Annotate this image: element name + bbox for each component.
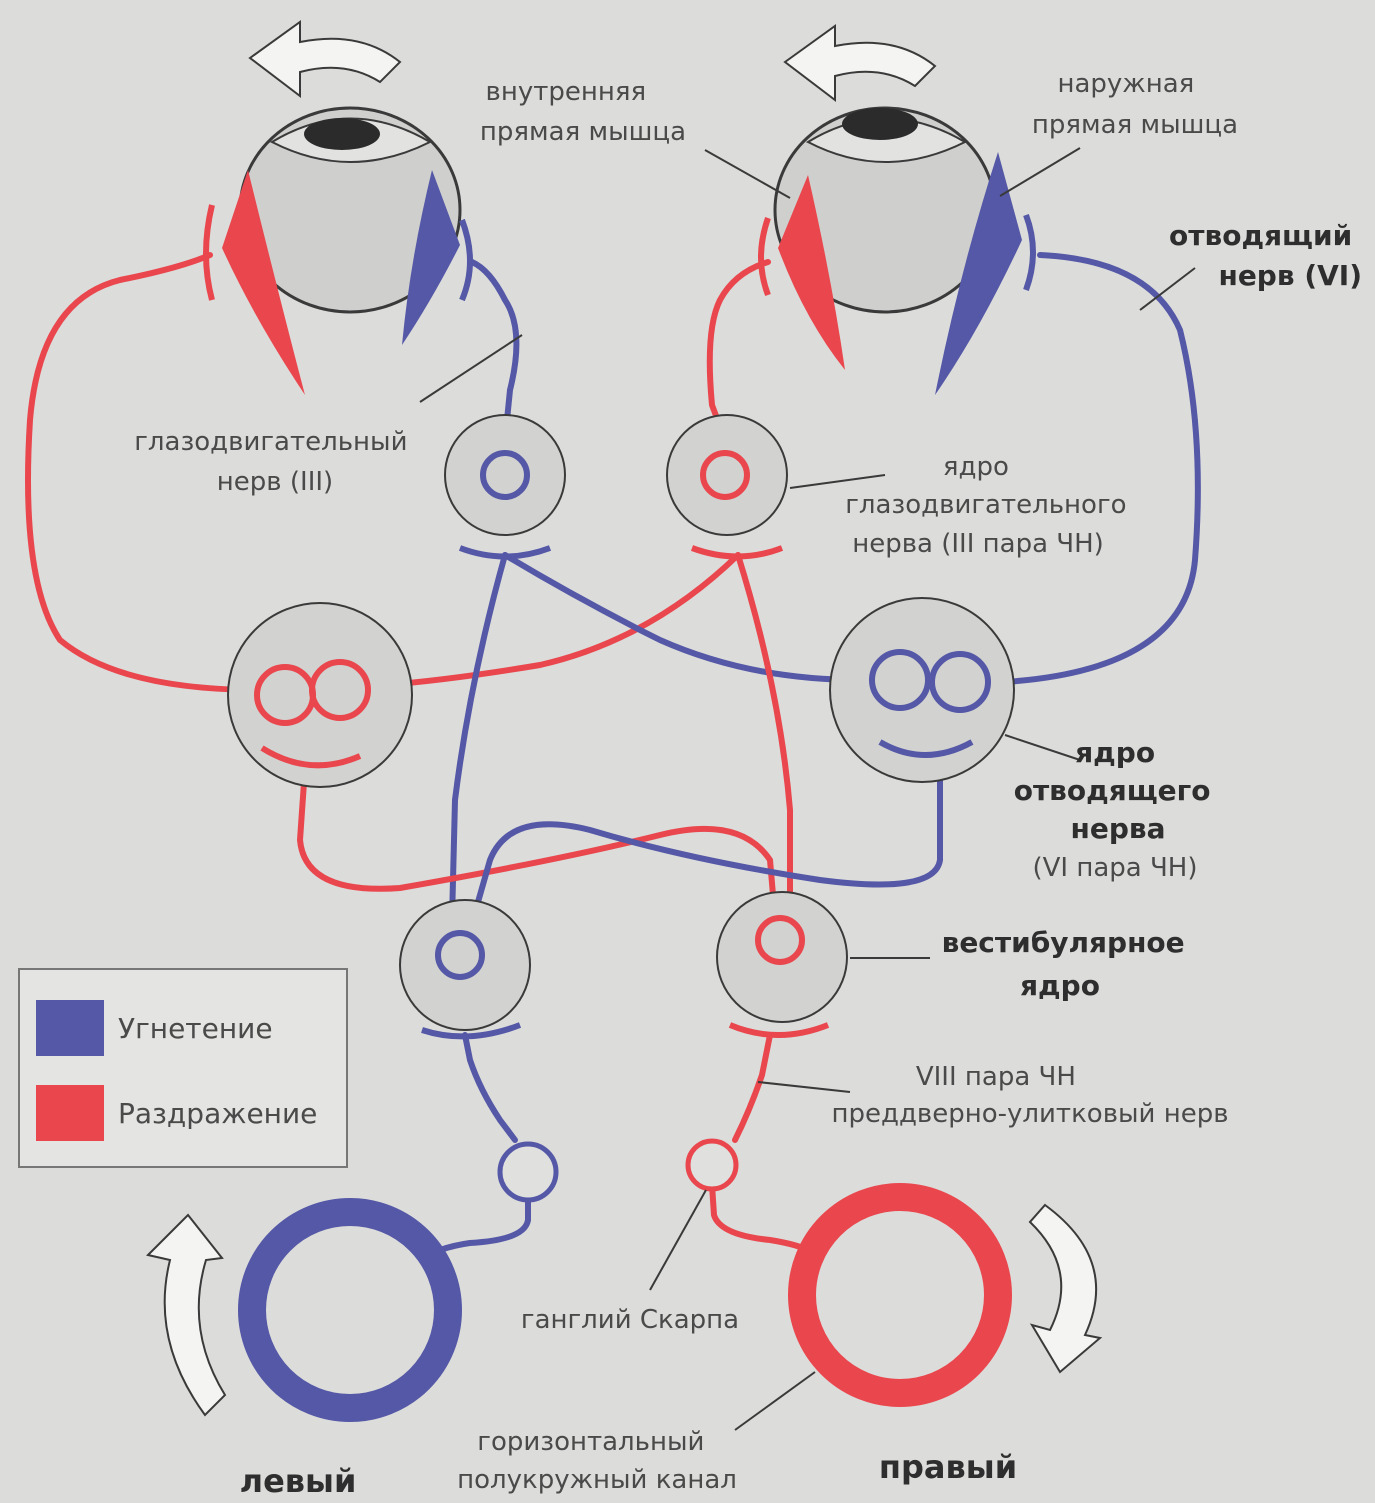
left-canal-branch — [440, 1200, 528, 1250]
right-horizontal-canal — [802, 1197, 998, 1393]
legend-item-inhibition: Угнетение — [36, 1000, 273, 1056]
right-abducens-nerve — [1005, 255, 1198, 682]
legend-item-excitation: Раздражение — [36, 1085, 317, 1141]
leader-scarpa — [650, 1190, 706, 1290]
right-scarpa-ganglion — [688, 1141, 736, 1189]
legend-label-excitation: Раздражение — [118, 1097, 317, 1130]
lateral-rectus-label: наружная прямая мышца — [1032, 69, 1238, 140]
right-medial-synapse — [761, 218, 768, 295]
leader-oculomotor-nerve — [420, 335, 522, 402]
legend-label-inhibition: Угнетение — [118, 1012, 273, 1045]
left-lateral-rectus-nerve — [472, 262, 516, 440]
legend: Угнетение Раздражение — [18, 968, 348, 1168]
left-scarpa-ganglion — [500, 1144, 556, 1200]
scarpa-ganglion-label: ганглий Скарпа — [521, 1305, 739, 1335]
legend-swatch-excitation — [36, 1085, 104, 1141]
left-canal-rotation-arrow — [148, 1215, 225, 1415]
oculomotor-nucleus-label: ядро глазодвигательного нерва (III пара … — [845, 452, 1135, 559]
vestibular-nucleus-label: вестибулярное ядро — [942, 926, 1195, 1002]
left-vestibular-nucleus — [400, 900, 530, 1036]
right-vestibular-nerve — [735, 1035, 770, 1140]
horizontal-canal-label: горизонтальный полукружный канал — [457, 1427, 737, 1495]
oculomotor-nerve-label: глазодвигательный нерв (III) — [134, 427, 416, 497]
leader-medial-rectus — [705, 150, 790, 198]
red-lower-crossing — [300, 768, 775, 918]
right-oculomotor-nucleus — [667, 415, 787, 557]
left-pupil — [304, 118, 380, 150]
vestibulocochlear-nerve-label: VIII пара ЧН преддверно-улитковый нерв — [831, 1062, 1228, 1129]
abducens-nucleus-label-pair: (VI пара ЧН) — [1032, 853, 1197, 883]
right-medial-rectus-nerve — [710, 262, 768, 440]
leader-vestibular-nerve — [758, 1082, 850, 1092]
legend-swatch-inhibition — [36, 1000, 104, 1056]
left-horizontal-canal — [252, 1212, 448, 1408]
blue-descending-pathway — [452, 555, 505, 920]
left-vestibular-nerve — [465, 1035, 515, 1140]
right-abducens-nucleus — [830, 598, 1014, 782]
leader-oculomotor-nucleus — [790, 475, 885, 488]
right-canal-branch — [712, 1185, 808, 1250]
right-eye-rotation-arrow — [785, 26, 935, 100]
right-vestibular-nucleus — [717, 892, 847, 1035]
blue-lower-crossing — [470, 765, 940, 930]
medial-rectus-label: внутренняя прямая мышца — [480, 77, 686, 147]
abducens-nucleus-label: ядро отводящего нерва — [1014, 736, 1221, 845]
left-abducens-nucleus — [228, 603, 412, 787]
left-eye-rotation-arrow — [250, 22, 400, 96]
left-oculomotor-nucleus — [445, 415, 565, 557]
left-lateral-synapse — [462, 220, 470, 300]
leader-abducens-nucleus — [1005, 735, 1080, 760]
left-side-label: левый — [240, 1462, 357, 1500]
leader-lateral-rectus — [1000, 148, 1080, 196]
right-pupil — [842, 108, 918, 140]
right-side-label: правый — [879, 1448, 1017, 1486]
leader-horizontal-canal — [735, 1372, 815, 1430]
abducens-nerve-label: отводящий нерв (VI) — [1169, 219, 1362, 292]
red-crossing-pathway-upper — [385, 555, 738, 685]
right-canal-rotation-arrow — [1030, 1205, 1100, 1372]
right-lateral-synapse — [1026, 215, 1033, 290]
